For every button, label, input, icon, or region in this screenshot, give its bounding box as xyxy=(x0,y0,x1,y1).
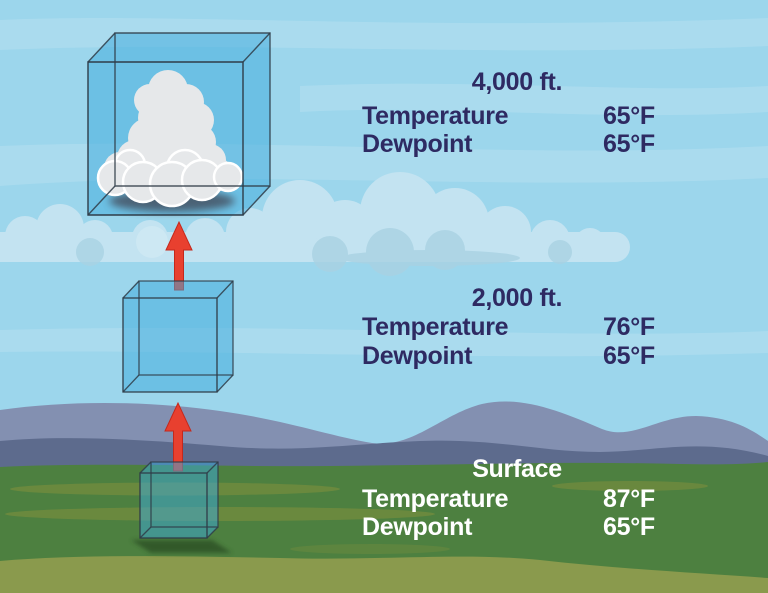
dewpoint-label: Dewpoint xyxy=(362,342,473,370)
dewpoint-value: 65°F xyxy=(603,513,655,541)
cube-ground-shadow xyxy=(131,540,232,553)
temperature-label: Temperature xyxy=(362,485,509,513)
cloud-bank-shading xyxy=(76,228,572,276)
altitude-label: Surface xyxy=(472,455,562,483)
temperature-value: 87°F xyxy=(603,485,655,513)
dewpoint-label: Dewpoint xyxy=(362,130,473,158)
dewpoint-value: 65°F xyxy=(603,130,655,158)
cloud-puff-rims xyxy=(96,148,244,208)
air-parcel-cube-surface xyxy=(139,461,219,539)
grass-foreground-band xyxy=(0,556,768,593)
temperature-value: 76°F xyxy=(603,313,655,341)
temperature-label: Temperature xyxy=(362,102,509,130)
grass-streaks xyxy=(5,481,708,554)
air-parcel-cube-2000ft xyxy=(122,280,234,393)
air-parcel-cube-4000ft xyxy=(87,32,271,216)
altitude-label: 2,000 ft. xyxy=(471,284,563,312)
altitude-label: 4,000 ft. xyxy=(471,68,563,96)
dewpoint-label: Dewpoint xyxy=(362,513,473,541)
temperature-value: 65°F xyxy=(603,102,655,130)
cumulus-cloud xyxy=(96,70,244,208)
dewpoint-value: 65°F xyxy=(603,342,655,370)
cloud-bank xyxy=(0,172,630,276)
temperature-label: Temperature xyxy=(362,313,509,341)
